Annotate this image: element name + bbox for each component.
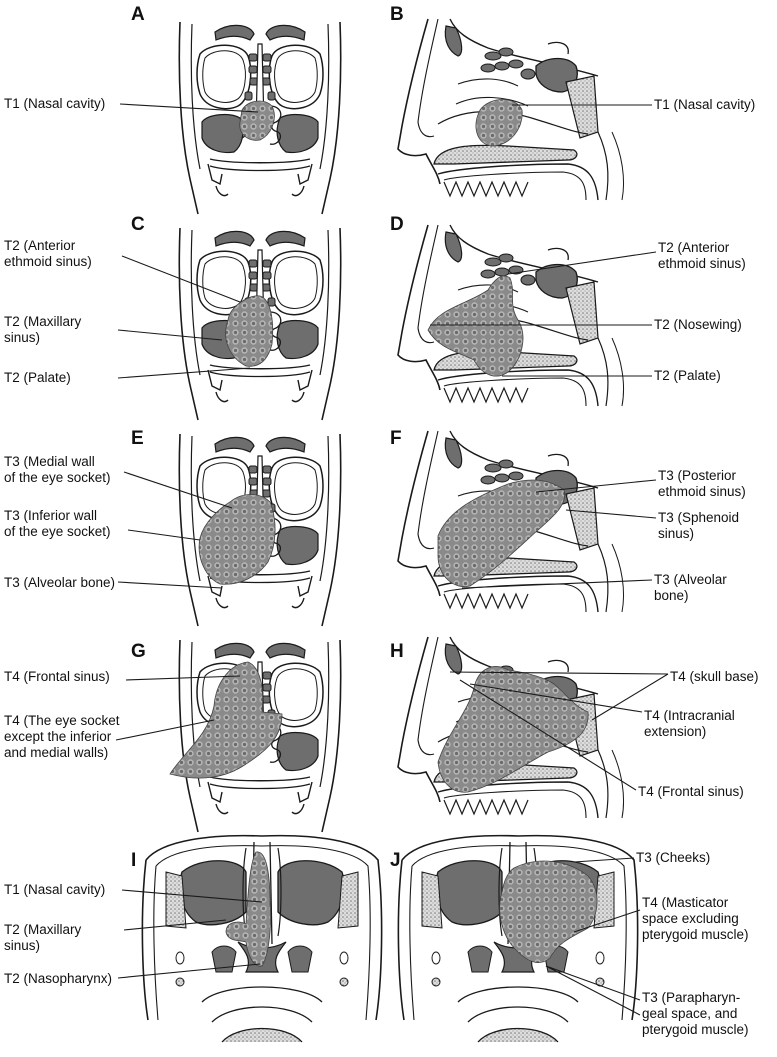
label-h-skull-base: T4 (skull base) xyxy=(670,669,759,684)
tumor-t2-axial xyxy=(225,851,271,967)
panel-h-drawing xyxy=(397,636,625,819)
tumor-t3-sagittal xyxy=(437,479,566,588)
label-i-nasal-cavity: T1 (Nasal cavity) xyxy=(4,882,106,897)
panel-b-drawing xyxy=(397,18,625,201)
tumor-t4-coronal xyxy=(169,661,283,779)
panel-letter-e: E xyxy=(131,428,144,449)
panel-c-drawing xyxy=(178,227,342,421)
label-b-t1-nasal-cavity: T1 (Nasal cavity) xyxy=(654,97,756,112)
panel-d-drawing xyxy=(397,224,625,407)
label-h-frontal-sinus: T4 (Frontal sinus) xyxy=(638,784,744,799)
label-f-sphenoid: T3 (Sphenoid sinus) xyxy=(658,510,740,541)
tumor-t1-sagittal xyxy=(475,99,523,147)
tumor-t2-coronal xyxy=(225,295,274,367)
panel-letter-h: H xyxy=(390,641,404,662)
tumor-t3-coronal xyxy=(198,494,276,585)
panel-letter-d: D xyxy=(390,214,404,235)
panel-i-drawing xyxy=(141,834,383,1043)
label-i-nasopharynx: T2 (Nasopharynx) xyxy=(4,971,113,986)
panel-letter-j: J xyxy=(390,850,401,871)
label-j-parapharyngeal: T3 (Parapharyn- geal space, and pterygoi… xyxy=(642,990,749,1037)
label-j-cheeks: T3 (Cheeks) xyxy=(636,850,711,865)
label-d-anterior-ethmoid: T2 (Anterior ethmoid sinus) xyxy=(658,240,746,271)
label-c-maxillary-sinus: T2 (Maxillary sinus) xyxy=(4,314,82,345)
panel-j-drawing xyxy=(397,834,639,1043)
panel-letter-a: A xyxy=(131,4,145,25)
tumor-t4-sagittal xyxy=(437,666,589,793)
tumor-t1-coronal xyxy=(239,100,275,141)
panel-a-drawing xyxy=(178,21,342,215)
label-f-alveolar-bone: T3 (Alveolar bone) xyxy=(654,572,727,603)
label-c-palate: T2 (Palate) xyxy=(4,370,71,385)
label-g-frontal-sinus: T4 (Frontal sinus) xyxy=(4,669,110,684)
label-h-intracranial: T4 (Intracranial extension) xyxy=(644,708,735,739)
panel-letter-g: G xyxy=(131,641,146,662)
label-d-nosewing: T2 (Nosewing) xyxy=(654,317,742,332)
panel-f-drawing xyxy=(397,430,625,613)
panel-letter-c: C xyxy=(131,214,145,235)
label-c-anterior-ethmoid: T2 (Anterior ethmoid sinus) xyxy=(4,238,92,269)
panel-letter-f: F xyxy=(390,428,402,449)
label-e-inferior-wall: T3 (Inferior wall of the eye socket) xyxy=(4,508,111,539)
panel-letter-b: B xyxy=(390,4,404,25)
panel-e-drawing xyxy=(178,433,342,627)
tumor-t2-sagittal xyxy=(427,275,524,377)
label-e-alveolar-bone: T3 (Alveolar bone) xyxy=(4,575,116,590)
panel-letter-i: I xyxy=(131,850,137,871)
label-e-medial-wall: T3 (Medial wall of the eye socket) xyxy=(4,454,111,485)
label-f-posterior-ethmoid: T3 (Posterior ethmoid sinus) xyxy=(658,468,746,499)
label-a-t1-nasal-cavity: T1 (Nasal cavity) xyxy=(4,96,106,111)
label-j-masticator-space: T4 (Masticator space excluding pterygoid… xyxy=(642,895,749,942)
panel-g-drawing xyxy=(169,639,342,833)
leader-lines xyxy=(115,103,669,1016)
label-d-palate: T2 (Palate) xyxy=(654,368,721,383)
tumor-t34-axial xyxy=(499,860,598,963)
label-g-eye-socket: T4 (The eye socket except the inferior a… xyxy=(4,713,120,760)
label-i-maxillary-sinus: T2 (Maxillary sinus) xyxy=(4,922,82,953)
